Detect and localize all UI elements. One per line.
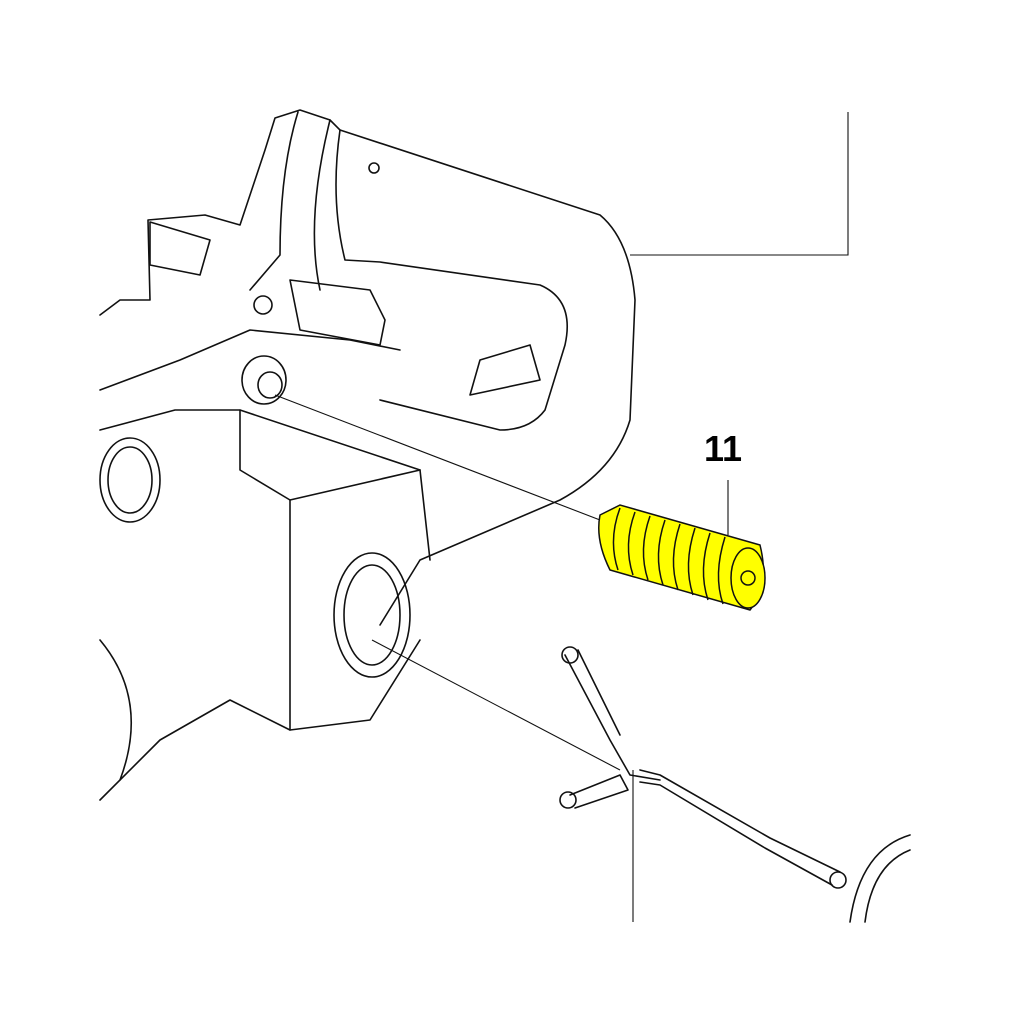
handle-housing [99,109,636,801]
spring [598,504,766,611]
leader-lines [274,112,849,922]
part-callout-11: 11 [704,428,743,469]
spring-tool [559,646,911,923]
